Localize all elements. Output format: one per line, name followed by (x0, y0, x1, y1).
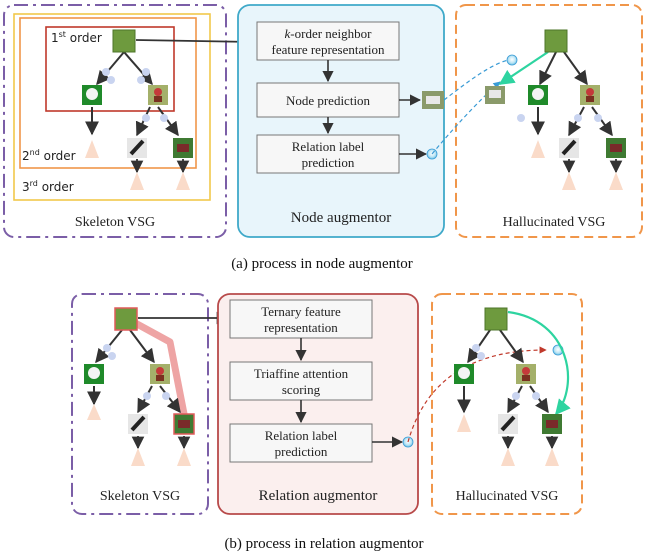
panel-b: Skeleton VSG Ternary feature representat… (71, 293, 583, 515)
relation-augmentor-title: Relation augmentor (259, 488, 378, 504)
node-image-ball (82, 85, 102, 105)
third-order-box (13, 13, 211, 201)
skeleton-tree-a (82, 29, 193, 190)
svg-text:representation: representation (264, 320, 338, 335)
predicted-node-image (422, 91, 444, 109)
third-order-label: 3rd order (22, 179, 74, 194)
step-relation-label-prediction-b (229, 423, 373, 463)
skeleton-vsg-frame-a (3, 4, 227, 238)
svg-text:scoring: scoring (282, 382, 321, 397)
new-relation-edge (507, 310, 571, 416)
step-triaffine-attention (229, 361, 373, 401)
node-augmentor-frame (237, 4, 445, 238)
node-image-root (112, 29, 136, 53)
node-image-racket (127, 138, 147, 158)
arrow-to-node-augmentor (135, 35, 256, 49)
second-order-label: 2nd order (22, 148, 76, 163)
first-order-label: 1st order (51, 30, 102, 45)
second-order-box (19, 17, 197, 169)
svg-text:prediction: prediction (275, 444, 328, 459)
step-relation-label-prediction-a (256, 134, 400, 174)
svg-text:Relation label: Relation label (265, 428, 338, 443)
hallucinated-vsg-frame-b (431, 293, 583, 515)
svg-text:Ternary feature: Ternary feature (261, 304, 341, 319)
first-order-box (45, 26, 175, 112)
node-augmentor-title: Node augmentor (291, 210, 391, 226)
hallucinated-vsg-title-b: Hallucinated VSG (456, 489, 559, 504)
step-node-prediction (256, 82, 400, 118)
skeleton-vsg-title-a: Skeleton VSG (75, 215, 155, 230)
highlight-path (124, 314, 190, 425)
hallucinated-relation-bubble-a (506, 54, 518, 66)
svg-text:feature representation: feature representation (272, 42, 385, 57)
svg-text:Node prediction: Node prediction (286, 93, 371, 108)
svg-text:Relation label: Relation label (292, 139, 365, 154)
hallucinated-vsg-title-a: Hallucinated VSG (503, 215, 606, 230)
skeleton-tree-b (84, 307, 195, 466)
skeleton-vsg-frame-b (71, 293, 209, 515)
caption-b: (b) process in relation augmentor (224, 536, 423, 552)
svg-text:k-order neighbor: k-order neighbor (285, 26, 373, 41)
panel-a: 1st order 2nd order 3rd order (3, 4, 643, 238)
node-image-athlete (173, 138, 193, 158)
hallucinated-tree-b (454, 307, 571, 466)
svg-text:prediction: prediction (302, 155, 355, 170)
skeleton-vsg-title-b: Skeleton VSG (100, 489, 180, 504)
hallucinated-vsg-frame-a (455, 4, 643, 238)
caption-a: (a) process in node augmentor (231, 256, 413, 272)
hallucinated-tree-a (485, 29, 626, 190)
step-ternary-feature (229, 299, 373, 339)
svg-text:Triaffine attention: Triaffine attention (254, 366, 349, 381)
node-image-player (148, 85, 168, 105)
